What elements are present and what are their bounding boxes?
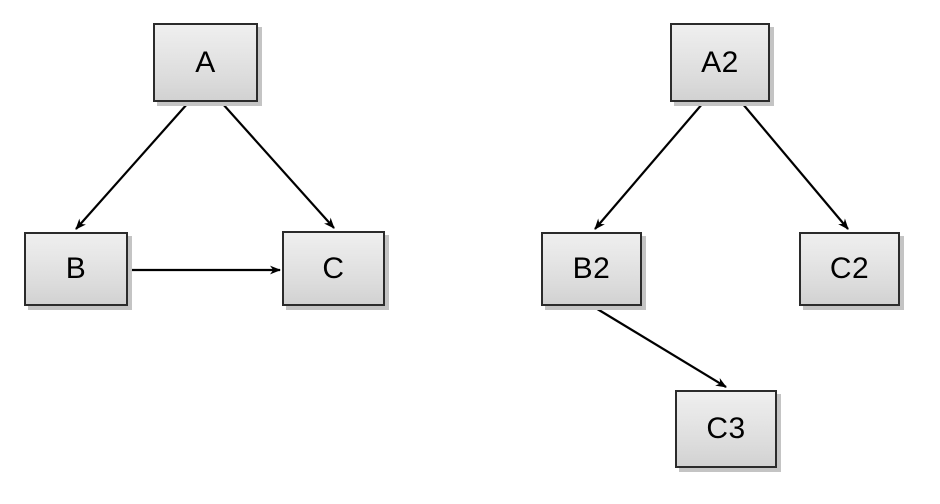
edge-b2-c3[interactable] <box>593 306 727 388</box>
node-a2[interactable]: A2 <box>670 23 770 102</box>
edge-group <box>75 102 849 388</box>
edge-a2-c2[interactable] <box>741 102 849 230</box>
node-label: C3 <box>706 412 746 445</box>
node-label: A <box>195 45 216 79</box>
node-label: A2 <box>701 45 739 79</box>
node-c2[interactable]: C2 <box>799 232 900 306</box>
node-label: C2 <box>829 252 870 285</box>
node-c[interactable]: C <box>282 231 385 306</box>
node-a[interactable]: A <box>153 23 258 102</box>
node-label: B <box>65 252 87 285</box>
node-label: C <box>322 251 345 285</box>
edge-a-b[interactable] <box>75 102 189 230</box>
node-b2[interactable]: B2 <box>541 232 642 306</box>
node-label: B2 <box>572 252 611 285</box>
node-c3[interactable]: C3 <box>675 390 777 468</box>
edge-a2-b2[interactable] <box>594 102 704 230</box>
edge-a-c[interactable] <box>221 102 335 229</box>
node-b[interactable]: B <box>24 232 128 306</box>
